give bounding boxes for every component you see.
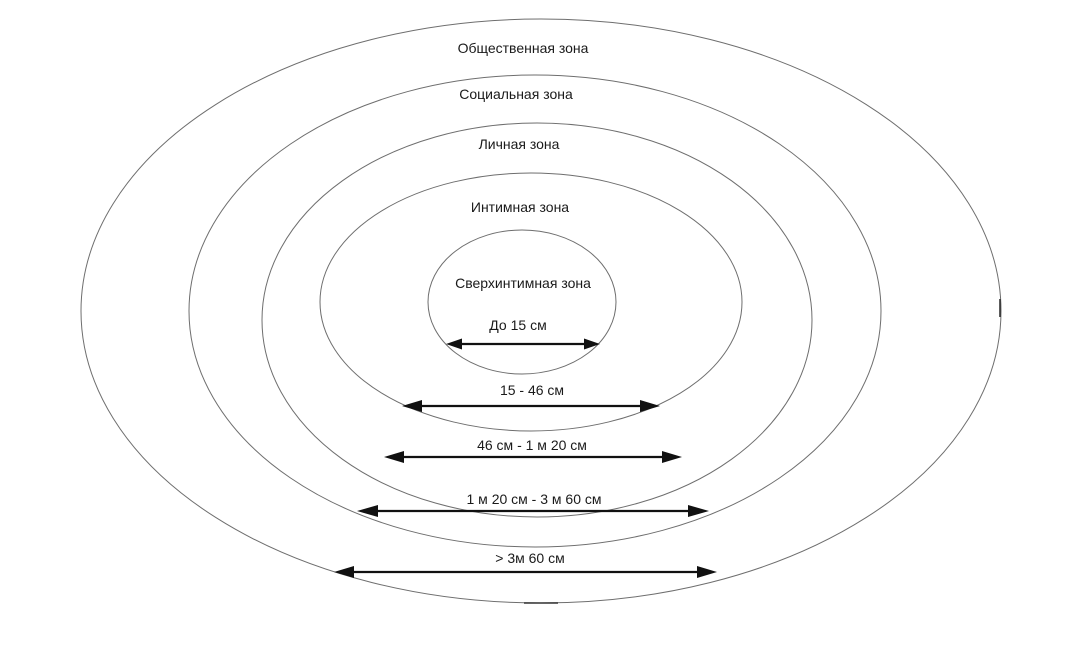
zone-label-intimate: Интимная зона [471, 199, 569, 215]
zone-ellipse-personal [261, 122, 813, 518]
arrow-head-right-icon [662, 451, 682, 463]
arrow-head-left-icon [384, 451, 404, 463]
distance-label-super-intimate: До 15 см [489, 317, 546, 333]
distance-arrow-public [334, 566, 717, 578]
zone-label-personal: Личная зона [479, 136, 560, 152]
arrow-head-right-icon [640, 400, 660, 412]
zone-ellipse-public [80, 18, 1002, 604]
zone-label-super-intimate: Сверхинтимная зона [455, 275, 591, 291]
distance-label-intimate: 15 - 46 см [500, 382, 564, 398]
zone-label-public: Общественная зона [458, 40, 589, 56]
arrow-head-left-icon [357, 505, 378, 517]
distance-arrow-super-intimate [446, 338, 600, 350]
arrow-head-right-icon [688, 505, 709, 517]
arrow-head-left-icon [402, 400, 422, 412]
arrow-head-right-icon [697, 566, 717, 578]
distance-arrow-intimate [402, 400, 660, 412]
arrow-head-left-icon [334, 566, 354, 578]
zone-ellipse-intimate [319, 172, 743, 432]
distance-label-personal: 46 см - 1 м 20 см [477, 437, 587, 453]
distance-label-public: > 3м 60 см [495, 550, 564, 566]
distance-label-social: 1 м 20 см - 3 м 60 см [467, 491, 602, 507]
zone-ellipse-super-intimate [427, 229, 617, 375]
arrow-head-left-icon [446, 338, 462, 350]
distance-arrow-personal [384, 451, 682, 463]
zone-label-social: Социальная зона [459, 86, 573, 102]
arrow-head-right-icon [584, 338, 600, 350]
zone-ellipse-social [188, 74, 882, 548]
distance-arrow-social [357, 505, 709, 517]
